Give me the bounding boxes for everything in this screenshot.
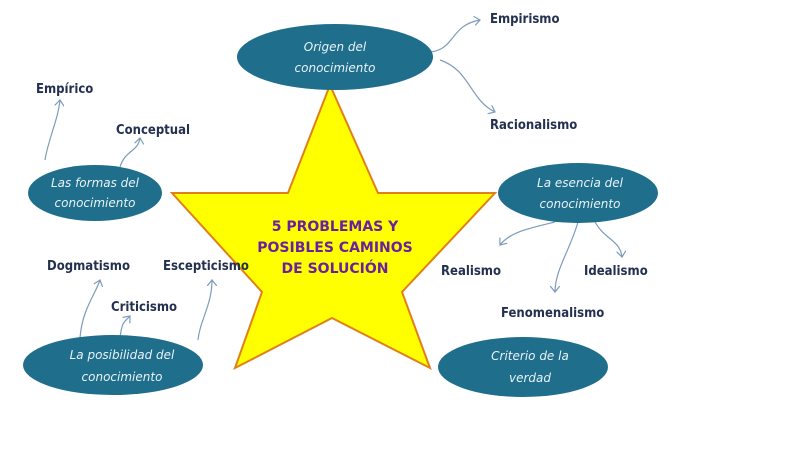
node-esencia: La esencia del conocimiento <box>498 163 658 223</box>
svg-text:conocimiento: conocimiento <box>295 61 376 75</box>
label-fenomenalismo: Fenomenalismo <box>501 306 604 321</box>
svg-text:conocimiento: conocimiento <box>82 370 163 384</box>
label-escepticismo: Escepticismo <box>163 259 249 274</box>
node-origen: Origen del conocimiento <box>237 24 433 90</box>
label-idealismo: Idealismo <box>584 264 648 279</box>
arrow-fenomenalismo <box>555 221 579 292</box>
arrow-criticismo <box>119 316 130 339</box>
center-title-line-3: DE SOLUCIÓN <box>282 259 389 277</box>
svg-text:La esencia del: La esencia del <box>537 176 624 190</box>
label-criticismo: Criticismo <box>111 300 177 315</box>
svg-text:conocimiento: conocimiento <box>55 196 136 210</box>
svg-text:Origen del: Origen del <box>304 40 367 54</box>
label-empirismo: Empirismo <box>490 12 560 27</box>
svg-text:Las formas del: Las formas del <box>51 176 140 190</box>
node-formas: Las formas del conocimiento <box>28 165 162 221</box>
center-star <box>169 82 498 371</box>
svg-text:conocimiento: conocimiento <box>540 197 621 211</box>
node-posibilidad: La posibilidad del conocimiento <box>23 335 203 395</box>
center-title-line-2: POSIBLES CAMINOS <box>257 240 413 256</box>
arrow-idealismo <box>594 221 622 257</box>
arrow-empirismo <box>429 20 480 53</box>
label-conceptual: Conceptual <box>116 123 190 138</box>
node-criterio: Criterio de la verdad <box>438 337 608 397</box>
label-racionalismo: Racionalismo <box>490 118 577 133</box>
center-title-line-1: 5 PROBLEMAS Y <box>272 219 399 235</box>
svg-text:Criterio de la: Criterio de la <box>491 349 569 363</box>
label-empirico: Empírico <box>36 82 93 97</box>
label-dogmatismo: Dogmatismo <box>47 259 130 274</box>
arrow-empirico <box>44 100 60 161</box>
arrow-realismo <box>500 221 556 245</box>
arrow-racionalismo <box>439 59 495 112</box>
label-realismo: Realismo <box>441 264 501 279</box>
svg-text:La posibilidad del: La posibilidad del <box>70 348 175 362</box>
svg-text:verdad: verdad <box>509 371 551 385</box>
arrow-dogmatismo <box>79 280 100 339</box>
arrow-conceptual <box>119 138 140 168</box>
arrow-escepticismo <box>197 280 212 341</box>
